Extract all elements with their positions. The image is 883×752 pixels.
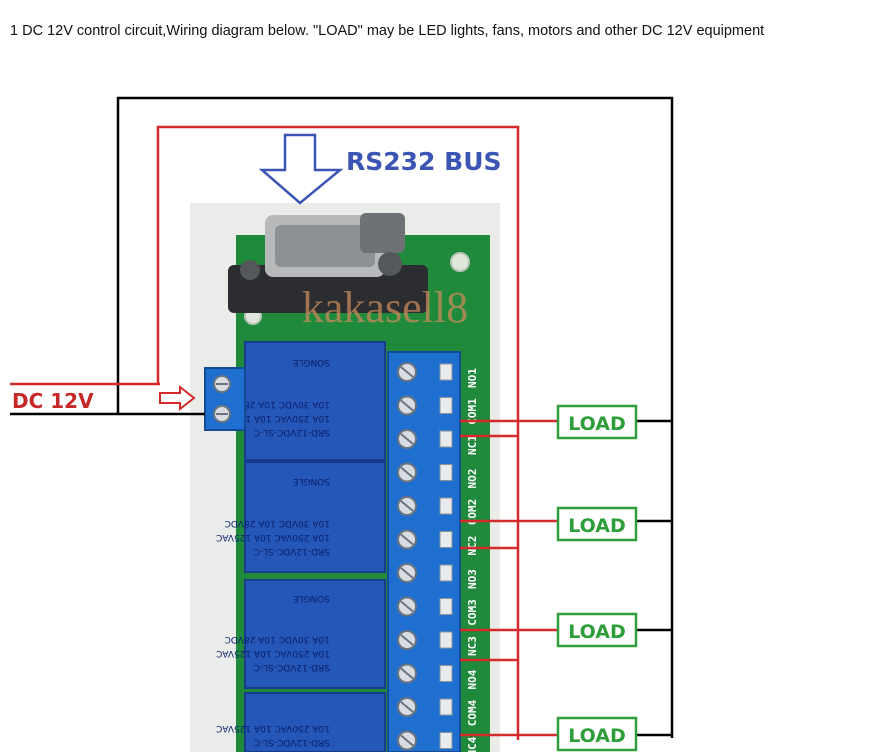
power-label: DC 12V bbox=[12, 389, 94, 413]
load-box-1: LOAD bbox=[556, 404, 638, 440]
terminal-screw-slot bbox=[400, 433, 414, 445]
terminal-wire-slot bbox=[439, 363, 453, 381]
relay-model-text: SRD-12VDC-SL-C bbox=[254, 427, 330, 437]
relay-3: SRD-12VDC-SL-C 10A 250VAC 10A 125VAC 10A… bbox=[216, 579, 386, 689]
terminal-screw-slot bbox=[400, 399, 414, 412]
terminal-screw-slot bbox=[400, 466, 414, 479]
terminal-label: NC3 bbox=[466, 636, 479, 656]
power-arrow-icon bbox=[159, 384, 196, 412]
relay-1: SRD-12VDC-SL-C 10A 250VAC 10A 125VAC 10A… bbox=[216, 341, 386, 461]
terminal-wire-slot bbox=[439, 698, 453, 716]
relay-rating-text: 10A 30VDC 10A 28VDC bbox=[225, 399, 330, 409]
terminal-wire-slot bbox=[439, 531, 453, 548]
relay-rating-text: 10A 250VAC 10A 125VAC bbox=[216, 723, 330, 733]
relay-brand-text: SONGLE bbox=[292, 357, 330, 367]
watermark-text: kakasell8 bbox=[302, 283, 468, 332]
terminal-screw-slot bbox=[400, 634, 414, 646]
terminal-label: NC2 bbox=[466, 536, 479, 556]
terminal-screw-slot bbox=[400, 734, 414, 747]
relay-2: SRD-12VDC-SL-C 10A 250VAC 10A 125VAC 10A… bbox=[216, 461, 386, 573]
caption-text: 1 DC 12V control circuit,Wiring diagram … bbox=[10, 23, 765, 39]
terminal-screw-slot bbox=[400, 667, 414, 680]
terminal-wire-slot bbox=[439, 430, 453, 448]
output-terminal-strip bbox=[387, 351, 461, 752]
db9-connector bbox=[228, 213, 428, 313]
relay-model-text: SRD-12VDC-SL-C bbox=[254, 546, 330, 556]
relay-4: SRD-12VDC-SL-C 10A 250VAC 10A 125VAC bbox=[216, 692, 386, 752]
relay-model-text: SRD-12VDC-SL-C bbox=[254, 662, 330, 672]
mounting-hole bbox=[450, 252, 470, 272]
terminal-screw-slot bbox=[400, 366, 414, 378]
terminal-screw-slot bbox=[400, 600, 414, 613]
relay-rating-text: 10A 250VAC 10A 125VAC bbox=[216, 648, 330, 658]
relay-brand-text: SONGLE bbox=[292, 476, 330, 486]
terminal-label: COM3 bbox=[466, 599, 479, 626]
terminal-label: NC4 bbox=[466, 736, 479, 752]
terminal-label: NO1 bbox=[466, 368, 479, 388]
power-terminal-block bbox=[204, 367, 246, 431]
black-wires bbox=[116, 96, 674, 738]
terminal-wire-slot bbox=[439, 564, 453, 582]
red-wire-main bbox=[156, 125, 520, 740]
relay-rating-text: 10A 30VDC 10A 28VDC bbox=[225, 634, 330, 644]
relay-brand-text: SONGLE bbox=[292, 593, 330, 603]
terminal-wire-slot bbox=[439, 397, 453, 414]
load-label: LOAD bbox=[568, 515, 626, 537]
bus-label: RS232 BUS bbox=[346, 147, 502, 176]
relay-rating-text: 10A 250VAC 10A 125VAC bbox=[216, 532, 330, 542]
terminal-label: NO2 bbox=[466, 469, 479, 489]
load-box-2: LOAD bbox=[556, 506, 638, 542]
terminal-screw-slot bbox=[400, 500, 414, 512]
load-box-3: LOAD bbox=[556, 612, 638, 648]
terminal-wire-slot bbox=[439, 665, 453, 682]
load-box-4: LOAD bbox=[556, 716, 638, 752]
terminal-label: NO3 bbox=[466, 569, 479, 589]
terminal-wire-slot bbox=[439, 497, 453, 515]
terminal-wire-slot bbox=[439, 464, 453, 481]
terminal-label: COM2 bbox=[466, 499, 479, 526]
terminal-label: NO4 bbox=[466, 669, 479, 689]
terminal-wire-slot bbox=[439, 631, 453, 649]
terminal-screw-slot bbox=[400, 567, 414, 579]
bus-arrow-icon bbox=[258, 133, 344, 205]
terminal-wire-slot bbox=[439, 732, 453, 749]
terminal-label: NC1 bbox=[466, 435, 479, 455]
terminal-label: COM1 bbox=[466, 398, 479, 425]
black-wire-main bbox=[116, 96, 674, 738]
relay-model-text: SRD-12VDC-SL-C bbox=[254, 737, 330, 747]
load-label: LOAD bbox=[568, 413, 626, 435]
relay-rating-text: 10A 30VDC 10A 28VDC bbox=[225, 518, 330, 528]
relay-rating-text: 10A 250VAC 10A 125VAC bbox=[216, 413, 330, 423]
load-label: LOAD bbox=[568, 621, 626, 643]
terminal-screw-slot bbox=[400, 533, 414, 546]
red-wires bbox=[10, 125, 558, 740]
terminal-wire-slot bbox=[439, 598, 453, 615]
load-label: LOAD bbox=[568, 725, 626, 747]
terminal-label: COM4 bbox=[466, 699, 479, 726]
terminal-screw-slot bbox=[400, 701, 414, 713]
